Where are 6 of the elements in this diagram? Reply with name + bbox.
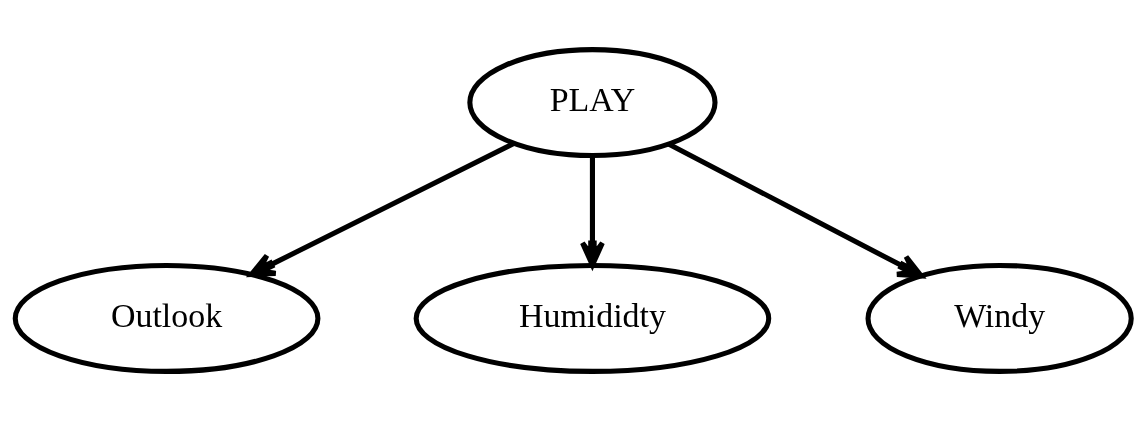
node-ellipse: Windy <box>865 262 1134 374</box>
arrow <box>667 141 924 279</box>
node-ellipse: PLAY <box>467 47 718 159</box>
arrow <box>248 140 516 277</box>
node-ellipse: Outlook <box>12 262 321 374</box>
node-ellipse: Humididty <box>413 262 772 374</box>
